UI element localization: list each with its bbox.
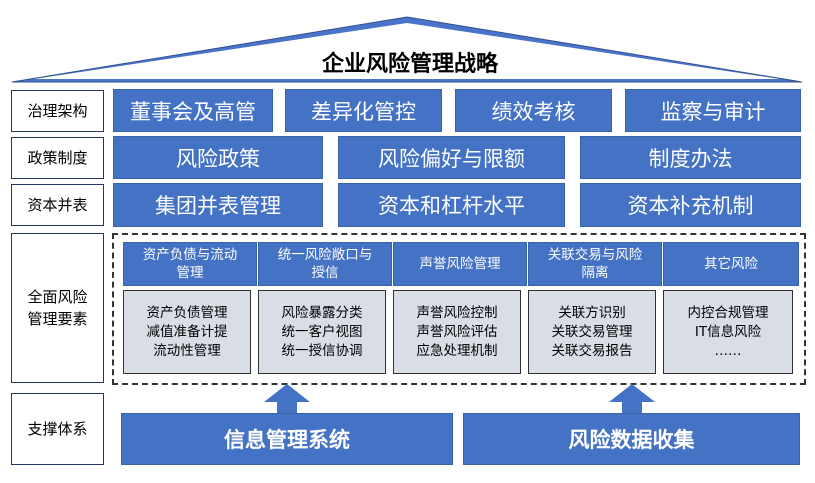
- row-label-elements: 全面风险 管理要素: [11, 233, 104, 383]
- category-item: 声誉风险控制: [416, 304, 498, 321]
- category-body-other: 内控合规管理 IT信息风险 ……: [663, 290, 793, 374]
- category-item: 资产负债管理: [146, 304, 228, 321]
- category-head-line1: 资产负债与流动: [142, 247, 238, 263]
- category-item: 风险暴露分类: [281, 304, 363, 321]
- category-body-related-party: 关联方识别 关联交易管理 关联交易报告: [528, 290, 656, 374]
- category-item: 关联交易管理: [551, 323, 633, 340]
- category-item: 内控合规管理: [687, 304, 769, 321]
- category-head-line1: 统一风险敞口与: [277, 247, 373, 263]
- category-item: 应急处理机制: [416, 342, 498, 359]
- box-rules-measures: 制度办法: [580, 136, 801, 179]
- box-board-executives: 董事会及高管: [113, 89, 273, 132]
- up-arrow-icon: [264, 384, 310, 416]
- category-item: 减值准备计提: [146, 323, 228, 340]
- box-risk-policy: 风险政策: [113, 136, 323, 179]
- category-head-reputation: 声誉风险管理: [393, 242, 527, 286]
- category-item: 统一授信协调: [281, 342, 363, 359]
- category-body-reputation: 声誉风险控制 声誉风险评估 应急处理机制: [393, 290, 521, 374]
- category-item: 流动性管理: [153, 342, 221, 359]
- category-item: 关联方识别: [558, 304, 626, 321]
- category-head-line1: 声誉风险管理: [419, 256, 501, 272]
- row-label-policy: 政策制度: [11, 137, 104, 179]
- category-head-other: 其它风险: [663, 242, 799, 286]
- category-head-exposure: 统一风险敞口与 授信: [258, 242, 392, 286]
- category-head-alm: 资产负债与流动 管理: [123, 242, 257, 286]
- category-head-line2: 授信: [311, 265, 339, 281]
- row-label-elements-line2: 管理要素: [27, 310, 88, 328]
- category-item: ……: [714, 342, 742, 359]
- roof: [11, 16, 803, 83]
- box-risk-data-collection: 风险数据收集: [463, 413, 800, 465]
- category-head-line1: 其它风险: [704, 256, 758, 272]
- row-label-elements-line1: 全面风险: [27, 288, 88, 306]
- box-supervision-audit: 监察与审计: [625, 89, 801, 132]
- category-item: 声誉风险评估: [416, 323, 498, 340]
- box-differentiated-control: 差异化管控: [285, 89, 442, 132]
- box-group-consolidation: 集团并表管理: [113, 183, 323, 227]
- row-label-support: 支撑体系: [11, 393, 104, 465]
- strategy-title: 企业风险管理战略: [321, 52, 498, 77]
- category-item: IT信息风险: [694, 323, 762, 340]
- box-risk-appetite-limits: 风险偏好与限额: [338, 136, 565, 179]
- category-head-line2: 管理: [176, 265, 204, 281]
- category-body-exposure: 风险暴露分类 统一客户视图 统一授信协调: [258, 290, 386, 374]
- box-performance-assessment: 绩效考核: [455, 89, 612, 132]
- category-head-related-party: 关联交易与风险 隔离: [528, 242, 662, 286]
- category-item: 统一客户视图: [281, 323, 363, 340]
- category-head-line2: 隔离: [581, 265, 609, 281]
- roof-inner: [34, 23, 780, 79]
- row-label-governance: 治理架构: [11, 90, 104, 132]
- up-arrow-shape: [609, 384, 655, 416]
- up-arrow-shape: [264, 384, 310, 416]
- category-item: 关联交易报告: [551, 342, 633, 359]
- box-capital-leverage: 资本和杠杆水平: [338, 183, 565, 227]
- row-label-capital: 资本并表: [11, 184, 104, 226]
- box-information-management-system: 信息管理系统: [121, 413, 453, 465]
- up-arrow-icon: [609, 384, 655, 416]
- elements-dashed-frame: [112, 233, 806, 385]
- category-body-alm: 资产负债管理 减值准备计提 流动性管理: [123, 290, 251, 374]
- box-capital-replenishment: 资本补充机制: [580, 183, 801, 227]
- category-head-line1: 关联交易与风险: [547, 247, 643, 263]
